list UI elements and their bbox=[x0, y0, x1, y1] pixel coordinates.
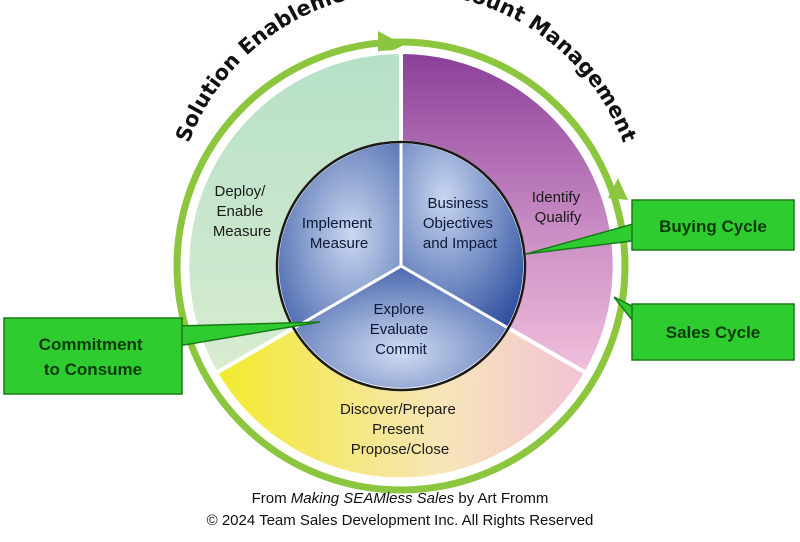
inner-implement-label: Implement Measure bbox=[302, 215, 376, 252]
inner-circle-outline bbox=[275, 140, 527, 392]
footer-attribution: From Making SEAMless Sales by Art Fromm bbox=[0, 490, 800, 507]
inner-explore-label: Explore Evaluate Commit bbox=[370, 301, 433, 358]
sales-cycle-callout bbox=[631, 303, 795, 361]
segment-sales-label: Discover/Prepare Present Propose/Close bbox=[340, 401, 460, 458]
segment-buying-label: Identify Qualify bbox=[532, 189, 585, 226]
segment-commitment-label: Deploy/ Enable Measure bbox=[213, 183, 271, 240]
footer-book-title: Making SEAMless Sales bbox=[290, 490, 455, 507]
commitment-text: Commitment to Consume bbox=[39, 335, 148, 379]
outer-ring bbox=[173, 38, 629, 494]
buying-cycle-callout bbox=[631, 199, 795, 251]
commitment-callout bbox=[3, 317, 183, 395]
sales-cycle-text: Sales Cycle bbox=[666, 323, 761, 342]
inner-business-label: Business Objectives and Impact bbox=[423, 195, 498, 252]
ring-arrow-icon-right bbox=[608, 178, 628, 200]
footer-prefix: From bbox=[251, 490, 291, 507]
buying-cycle-text: Buying Cycle bbox=[659, 217, 767, 236]
footer-suffix: by Art Fromm bbox=[454, 490, 549, 507]
footer-copyright: © 2024 Team Sales Development Inc. All R… bbox=[206, 512, 594, 529]
